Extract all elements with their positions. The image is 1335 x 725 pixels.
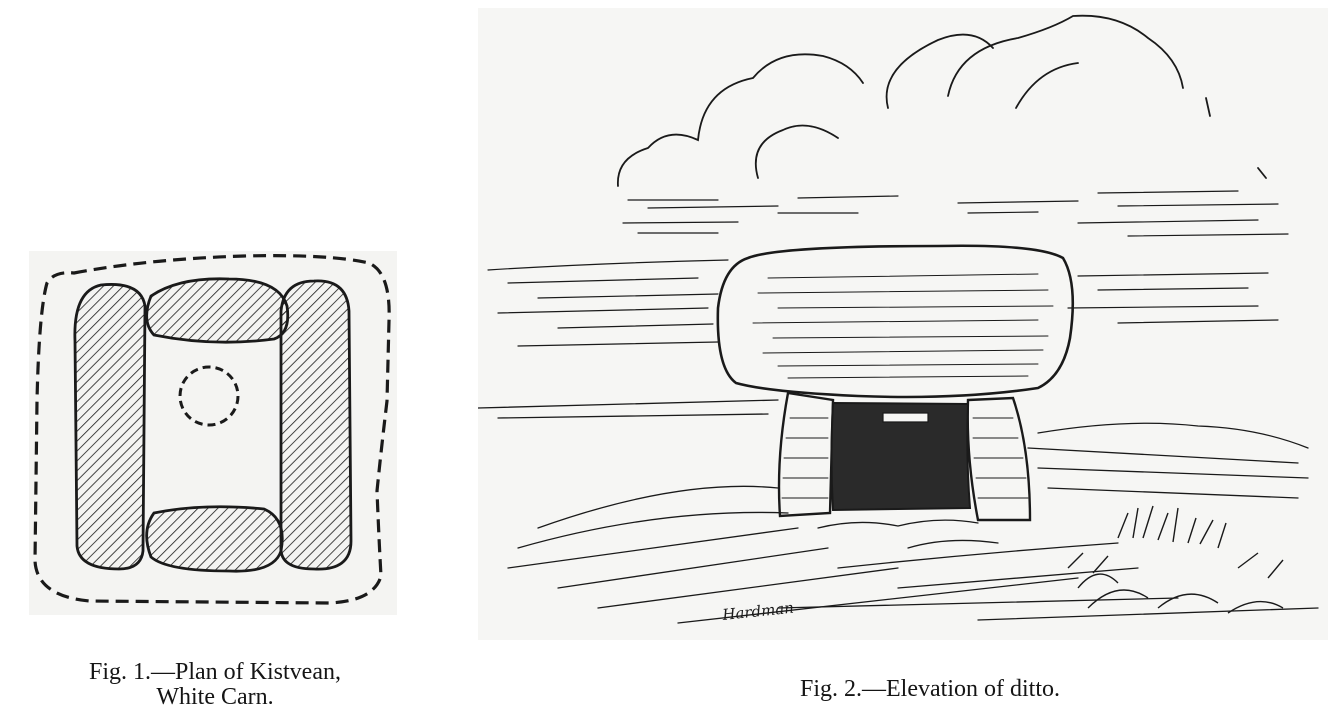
figure-1-caption-line-1: Fig. 1.—Plan of Kistvean, <box>89 659 341 685</box>
figure-2-elevation: Hardman <box>478 8 1328 640</box>
dashed-circle-marker <box>178 365 240 427</box>
chamber-interior <box>830 401 972 512</box>
figure-2-caption-line-1: Fig. 2.—Elevation of ditto. <box>800 676 1060 702</box>
carn-boundary-dashed <box>33 254 391 605</box>
sky-hatching <box>487 190 1289 347</box>
upright-shading <box>781 417 1029 499</box>
bottom-end-stone <box>145 505 284 573</box>
right-upright-stone <box>966 396 1032 522</box>
artist-signature: Hardman <box>721 599 795 624</box>
left-side-stone <box>73 283 147 571</box>
capstone <box>716 244 1075 399</box>
heather-shrub <box>1067 505 1284 614</box>
left-upright-stone <box>777 391 835 518</box>
cloud-outlines <box>617 14 1267 187</box>
figure-2-caption: Fig. 2.—Elevation of ditto. <box>640 677 1220 702</box>
chamber-opening <box>882 412 929 423</box>
figure-1-plan <box>29 251 397 615</box>
capstone-shading <box>752 273 1054 379</box>
kistvean-plan-drawing <box>33 254 391 605</box>
kistvean-elevation-drawing: Hardman <box>478 14 1319 624</box>
top-end-stone <box>145 277 290 344</box>
figure-1-caption-line-2: White Carn. <box>156 684 274 710</box>
figure-1-caption: Fig. 1.—Plan of Kistvean, White Carn. <box>30 660 400 710</box>
moorland-ground <box>478 399 1319 624</box>
right-side-stone <box>279 279 353 571</box>
